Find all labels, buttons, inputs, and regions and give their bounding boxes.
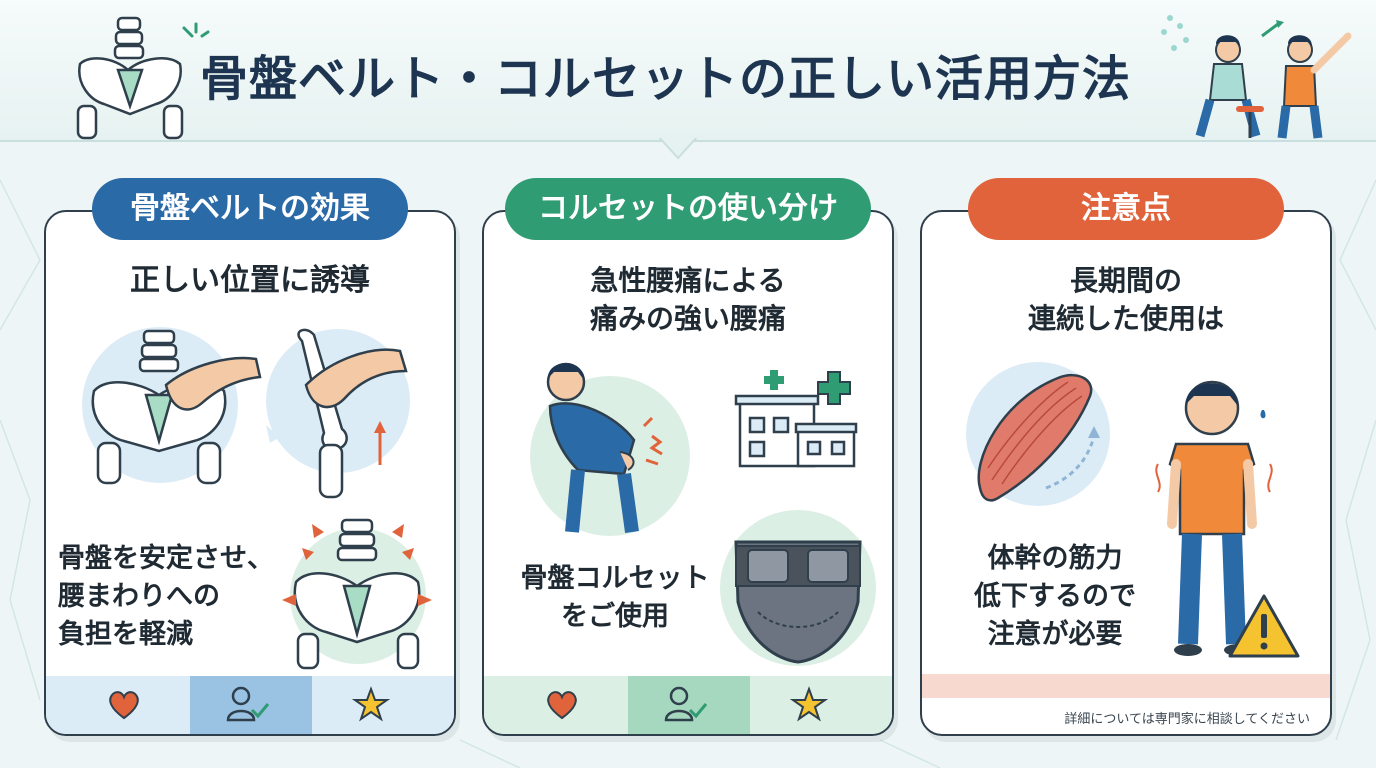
panel-3-bottom-line-2: 低下するので bbox=[974, 581, 1136, 612]
panel-2-top-line-1: 急性腰痛による bbox=[590, 264, 786, 297]
panel-2-bottom-line-1: 骨盤コルセット bbox=[520, 563, 710, 594]
panel-2-bottom-text: 骨盤コルセット をご使用 bbox=[500, 560, 730, 636]
tired-person-illustration bbox=[1155, 380, 1300, 658]
panel-3-top-text: 長期間の 連続した使用は bbox=[940, 262, 1312, 338]
panel-3-bottom-line-3: 注意が必要 bbox=[987, 619, 1123, 650]
panel-2-footer-bar bbox=[484, 676, 892, 734]
consult-expert-note: 詳細については専門家に相談してください bbox=[1064, 712, 1310, 727]
header-notch bbox=[658, 136, 698, 160]
panel-1-bottom-line-3: 負担を軽減 bbox=[58, 619, 193, 650]
stabilized-pelvis-illustration bbox=[282, 518, 432, 670]
panel-label-pelvic-belt: 骨盤ベルトの効果 bbox=[92, 178, 408, 240]
panel-3-bottom-text: 体幹の筋力 低下するので 注意が必要 bbox=[940, 540, 1170, 654]
star-icon bbox=[789, 686, 829, 722]
sparkle-icon bbox=[182, 22, 210, 38]
panel-3-footer-band bbox=[922, 674, 1330, 698]
header-banner bbox=[0, 0, 1376, 142]
panel-2-top-line-2: 痛みの強い腰痛 bbox=[589, 302, 786, 335]
corset-illustration bbox=[720, 510, 876, 666]
panel-3-bottom-line-1: 体幹の筋力 bbox=[987, 543, 1123, 574]
panel-1-top-text: 正しい位置に誘導 bbox=[130, 263, 370, 298]
panel-2-bottom-line-2: をご使用 bbox=[561, 601, 669, 632]
heart-icon bbox=[547, 691, 577, 720]
panel-1-bottom-line-1: 骨盤を安定させ、 bbox=[58, 543, 274, 574]
back-pain-person-illustration bbox=[530, 362, 690, 536]
panel-3-top-line-2: 連続した使用は bbox=[1027, 302, 1224, 335]
user-check-icon bbox=[664, 686, 708, 722]
panel-3-top-line-1: 長期間の bbox=[1069, 264, 1182, 297]
muscle-illustration bbox=[966, 362, 1110, 506]
page-title: 骨盤ベルト・コルセットの正しい活用方法 bbox=[200, 51, 1132, 107]
panel-label-corset-usage: コルセットの使い分け bbox=[505, 178, 871, 240]
star-icon bbox=[351, 686, 391, 722]
panel-2-top-text: 急性腰痛による 痛みの強い腰痛 bbox=[502, 262, 874, 338]
guidance-illustration bbox=[82, 327, 410, 499]
panel-1-bottom-line-2: 腰まわりへの bbox=[58, 581, 220, 612]
pelvis-spine-icon bbox=[76, 16, 184, 140]
user-check-icon bbox=[226, 686, 270, 722]
panel-1-footer-bar bbox=[46, 676, 454, 734]
heart-icon bbox=[109, 691, 139, 720]
hospital-icon bbox=[734, 370, 858, 468]
panel-label-cautions: 注意点 bbox=[968, 178, 1284, 240]
exercise-people-icon bbox=[1161, 15, 1352, 139]
panel-1-bottom-text: 骨盤を安定させ、 腰まわりへの 負担を軽減 bbox=[58, 540, 288, 654]
